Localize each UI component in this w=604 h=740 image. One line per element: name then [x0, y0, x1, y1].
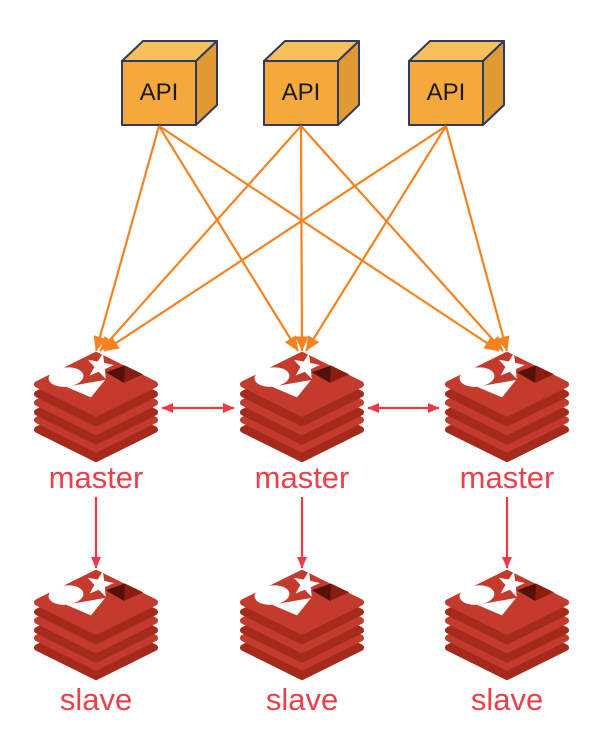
slave-node-2	[238, 570, 366, 680]
redis-database-icon	[443, 352, 571, 462]
master-node-1	[32, 352, 160, 462]
api-node-label: API	[139, 79, 179, 106]
redis-database-icon	[32, 570, 160, 680]
api-to-master-edge	[158, 125, 299, 352]
api-node-label: API	[426, 79, 466, 106]
api-to-master-edge	[93, 125, 161, 352]
api-to-master-edge	[158, 125, 500, 352]
slave-node-label: slave	[59, 682, 133, 717]
slave-node-label: slave	[265, 682, 339, 717]
api-node-1: API	[121, 40, 218, 126]
api-to-master-edge	[305, 125, 447, 352]
api-to-master-edge	[444, 125, 510, 352]
redis-database-icon	[32, 352, 160, 462]
slave-node-1	[32, 570, 160, 680]
master-node-label: master	[48, 460, 144, 495]
api-to-master-edge	[295, 125, 309, 352]
master-node-label: master	[254, 460, 350, 495]
api-node-2: API	[263, 40, 360, 126]
api-to-master-edge	[99, 125, 302, 352]
api-to-master-edge	[103, 125, 447, 352]
slave-node-3	[443, 570, 571, 680]
redis-database-icon	[238, 352, 366, 462]
api-to-master-edge	[300, 125, 504, 352]
api-node-label: API	[281, 79, 321, 106]
redis-database-icon	[238, 570, 366, 680]
master-node-2	[238, 352, 366, 462]
master-node-3	[443, 352, 571, 462]
redis-database-icon	[443, 570, 571, 680]
master-node-label: master	[459, 460, 555, 495]
slave-node-label: slave	[470, 682, 544, 717]
api-node-3: API	[408, 40, 505, 126]
